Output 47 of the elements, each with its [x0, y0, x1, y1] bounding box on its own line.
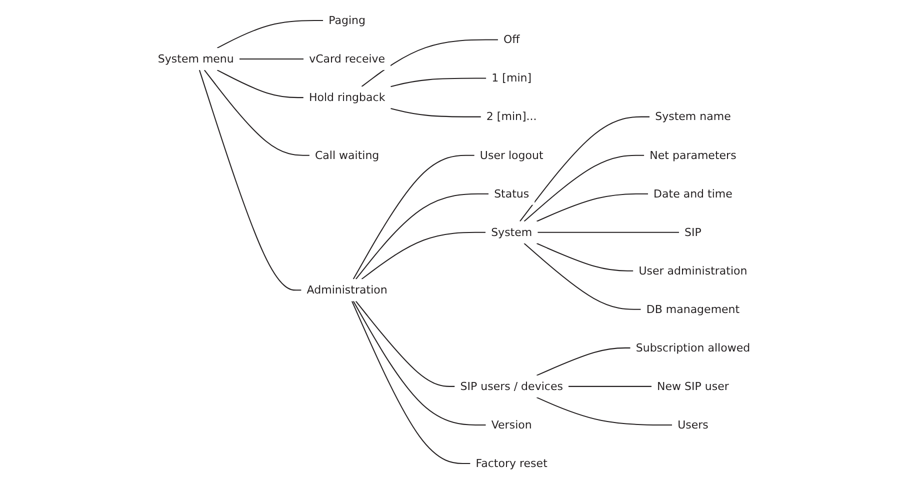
node-text: Date and time	[654, 186, 732, 200]
connector	[216, 70, 304, 98]
node-text: 2 [min]...	[486, 110, 537, 123]
connector	[204, 70, 310, 156]
connector	[536, 347, 630, 376]
node-text: Net parameters	[650, 148, 736, 162]
node-text: User logout	[480, 148, 544, 162]
node-text: System menu	[158, 52, 234, 66]
node-text: System name	[655, 110, 731, 123]
connector	[538, 232, 680, 233]
connector	[352, 300, 486, 426]
node-text: Factory reset	[476, 456, 548, 470]
node-text: Version	[491, 418, 532, 432]
connector	[361, 232, 486, 280]
connector	[198, 70, 302, 291]
connector	[216, 20, 324, 48]
node-text: Status	[494, 186, 530, 200]
connector	[524, 154, 644, 222]
node-text: Subscription allowed	[636, 341, 750, 354]
connector	[361, 39, 498, 87]
connector	[536, 396, 672, 426]
connector	[568, 386, 652, 387]
connector	[355, 193, 489, 280]
connector	[351, 300, 470, 464]
node-text: 1 [min]	[492, 71, 532, 84]
node-text: Paging	[328, 14, 366, 27]
node-text: System	[491, 225, 532, 239]
connector	[390, 78, 486, 88]
connector	[239, 58, 304, 60]
node-text: New SIP user	[657, 380, 729, 393]
connector	[536, 242, 634, 272]
node-text: Administration	[306, 283, 388, 296]
connector	[390, 108, 481, 118]
node-text: vCard receive	[309, 52, 386, 66]
node-text: Call waiting	[314, 148, 380, 162]
connector	[520, 116, 650, 222]
node-text: User administration	[638, 264, 748, 278]
connector	[536, 193, 648, 222]
node-text: DB management	[646, 302, 740, 316]
node-text: SIP	[684, 225, 702, 239]
node-text: Users	[678, 418, 708, 432]
connector	[352, 154, 474, 280]
connector	[355, 300, 455, 387]
node-text: Off	[503, 32, 520, 46]
node-text: Hold ringback	[308, 90, 386, 104]
node-text: SIP users / devices	[460, 380, 563, 393]
connector	[524, 242, 641, 310]
